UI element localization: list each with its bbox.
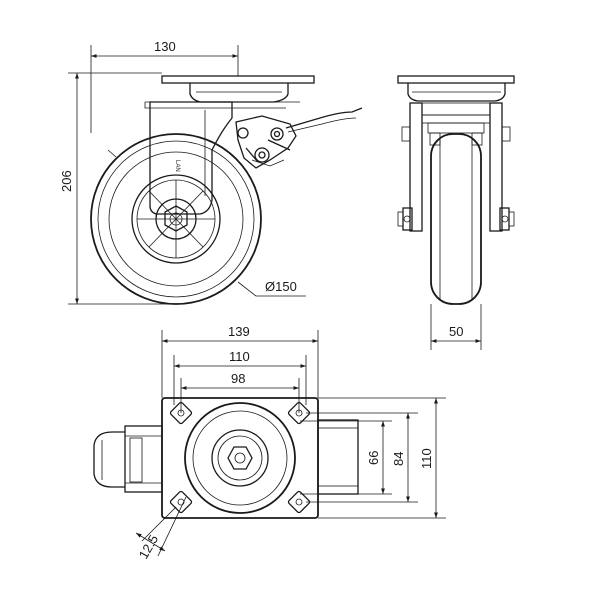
label-hole-spacing-outer-x: 110 — [229, 349, 250, 364]
side-swivel-housing — [189, 83, 289, 103]
top-mount-plate — [161, 397, 319, 519]
label-hole-spacing-outer-y: 84 — [391, 452, 406, 466]
label-plate-length: 139 — [228, 324, 250, 339]
side-fork-arm — [149, 101, 233, 215]
top-dimensions: 139 110 98 66 84 110 12.5 — [136, 324, 446, 562]
front-wheel — [430, 133, 482, 305]
front-top-plate — [397, 75, 515, 84]
front-fork-right — [489, 102, 503, 232]
side-view: LAN Ø150 — [90, 75, 363, 305]
front-view — [397, 75, 515, 305]
label-plate-width-side: 130 — [154, 39, 176, 54]
front-dimensions: 50 — [430, 304, 482, 350]
label-wheel-diameter: Ø150 — [265, 279, 297, 294]
diameter-leader — [237, 281, 257, 297]
side-top-plate — [161, 75, 315, 84]
label-hole-spacing-inner-x: 98 — [231, 371, 245, 386]
side-brake-assembly — [235, 107, 363, 169]
top-wheel-body — [317, 419, 359, 495]
side-dimensions: 130 206 — [59, 39, 239, 305]
label-plate-width: 110 — [419, 448, 434, 469]
label-hole-spacing-inner-y: 66 — [366, 451, 381, 465]
top-bearing-outer — [184, 402, 296, 514]
label-wheel-width: 50 — [449, 324, 463, 339]
label-hole-slot: 12.5 — [136, 532, 162, 561]
top-bolt-holes — [169, 401, 311, 514]
top-kingpin-nut — [227, 446, 253, 470]
top-view — [93, 397, 412, 519]
side-brand-mark: LAN — [174, 160, 180, 172]
side-axle-nut — [164, 205, 188, 232]
label-overall-height: 206 — [59, 170, 74, 192]
front-fork-left — [409, 102, 423, 232]
top-brake-pedal — [93, 425, 163, 493]
